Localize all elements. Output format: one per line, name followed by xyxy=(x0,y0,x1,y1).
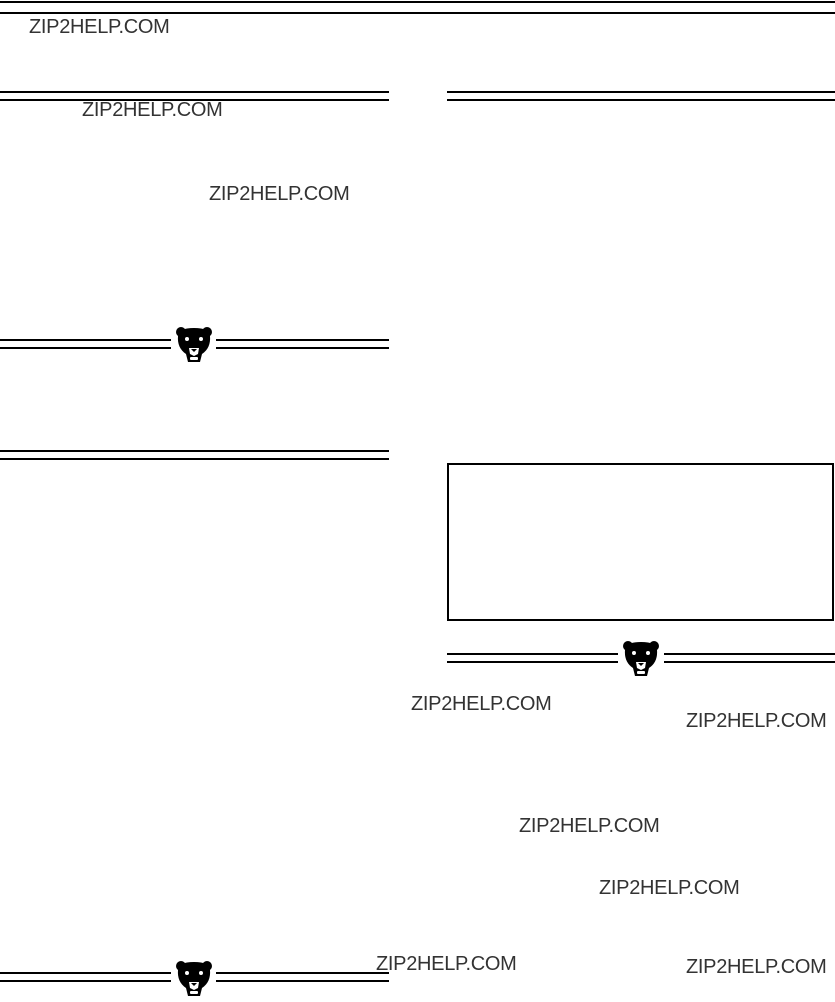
watermark-text: ZIP2HELP.COM xyxy=(411,693,552,715)
left-ornament-rule-right xyxy=(216,339,389,349)
watermark-text: ZIP2HELP.COM xyxy=(519,815,660,837)
left-bottom-ornament-rule-right xyxy=(216,972,389,982)
right-ornament-rule-left xyxy=(447,653,618,663)
left-section-heading-rule xyxy=(0,91,389,101)
header-rule-bottom xyxy=(0,12,835,14)
bear-head-icon xyxy=(176,327,212,362)
left-section-heading-rule-2 xyxy=(0,450,389,460)
left-bottom-ornament-rule-left xyxy=(0,972,171,982)
watermark-text: ZIP2HELP.COM xyxy=(209,183,350,205)
watermark-text: ZIP2HELP.COM xyxy=(686,956,827,978)
watermark-text: ZIP2HELP.COM xyxy=(29,16,170,38)
watermark-text: ZIP2HELP.COM xyxy=(599,877,740,899)
notice-box xyxy=(447,463,834,621)
header-rule-top xyxy=(0,1,835,3)
watermark-text: ZIP2HELP.COM xyxy=(376,953,517,975)
left-ornament-rule-left xyxy=(0,339,171,349)
watermark-text: ZIP2HELP.COM xyxy=(686,710,827,732)
bear-head-icon xyxy=(176,961,212,996)
right-section-heading-rule xyxy=(447,91,835,101)
right-ornament-rule-right xyxy=(664,653,835,663)
watermark-text: ZIP2HELP.COM xyxy=(82,99,223,121)
bear-head-icon xyxy=(623,641,659,676)
